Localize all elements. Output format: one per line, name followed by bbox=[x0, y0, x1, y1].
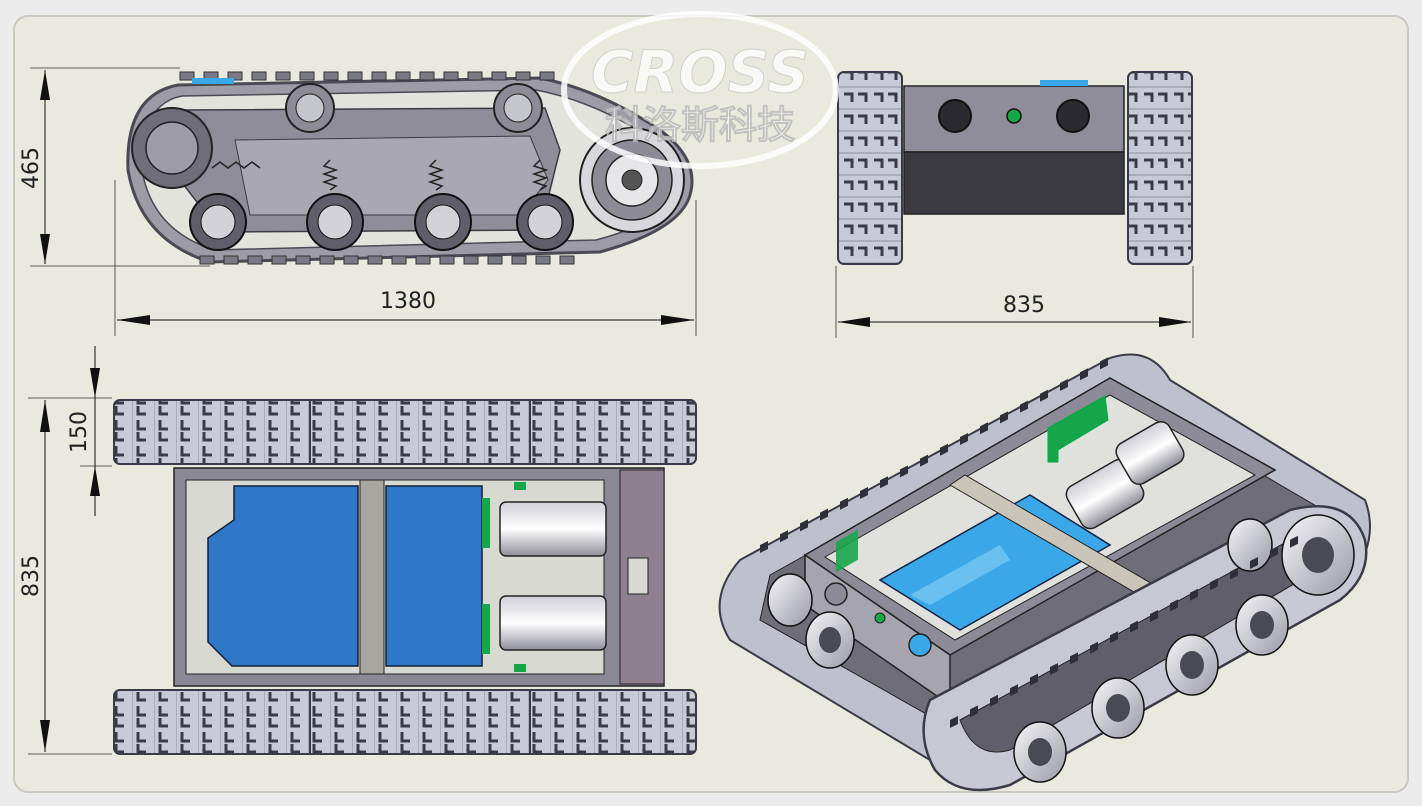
top-motor-lower bbox=[499, 595, 607, 651]
front-top-accent bbox=[1040, 80, 1088, 86]
side-length-dimension: 1380 bbox=[114, 180, 697, 336]
top-track-width-dimension: 150 bbox=[28, 346, 112, 516]
front-lower-body bbox=[903, 151, 1125, 215]
iso-track-teeth bbox=[760, 357, 1298, 728]
watermark-company: 科洛斯科技 bbox=[605, 103, 795, 147]
track-width-label: 150 bbox=[67, 411, 92, 453]
side-suspension-plate bbox=[234, 135, 549, 216]
side-idler-hub bbox=[145, 121, 199, 175]
iso-gearbox bbox=[1115, 420, 1185, 486]
watermark-ring bbox=[561, 11, 839, 169]
side-top-accent bbox=[192, 78, 234, 84]
top-battery-left bbox=[207, 485, 359, 667]
top-battery-right bbox=[385, 485, 483, 667]
front-width-dimension: 835 bbox=[835, 266, 1194, 338]
front-port-right bbox=[1056, 99, 1090, 133]
front-right-track bbox=[1127, 71, 1193, 265]
side-road-wheels bbox=[189, 193, 574, 251]
top-width-label: 835 bbox=[19, 555, 44, 597]
isometric-view bbox=[718, 353, 1371, 792]
top-rear-port bbox=[627, 557, 649, 595]
top-center-rail bbox=[359, 479, 385, 675]
watermark: CROSS 科洛斯科技 bbox=[561, 11, 839, 169]
top-view bbox=[113, 399, 697, 755]
side-length-label: 1380 bbox=[380, 289, 436, 314]
iso-green-bracket bbox=[1047, 395, 1109, 463]
side-height-dimension: 465 bbox=[19, 67, 210, 267]
front-indicator bbox=[1006, 108, 1022, 124]
side-height-label: 465 bbox=[19, 147, 44, 189]
side-view bbox=[126, 71, 694, 265]
watermark-brand: CROSS bbox=[591, 38, 809, 106]
top-lower-track bbox=[113, 689, 697, 755]
side-track-teeth bbox=[179, 71, 575, 265]
top-width-dimension: 835 bbox=[19, 400, 112, 755]
top-upper-track bbox=[113, 399, 697, 465]
front-view bbox=[837, 71, 1193, 265]
front-port-left bbox=[938, 99, 972, 133]
front-left-track bbox=[837, 71, 903, 265]
side-springs bbox=[211, 159, 549, 191]
iso-road-wheels bbox=[767, 514, 1355, 783]
top-motor-upper bbox=[499, 501, 607, 557]
front-width-label: 835 bbox=[1003, 293, 1045, 318]
